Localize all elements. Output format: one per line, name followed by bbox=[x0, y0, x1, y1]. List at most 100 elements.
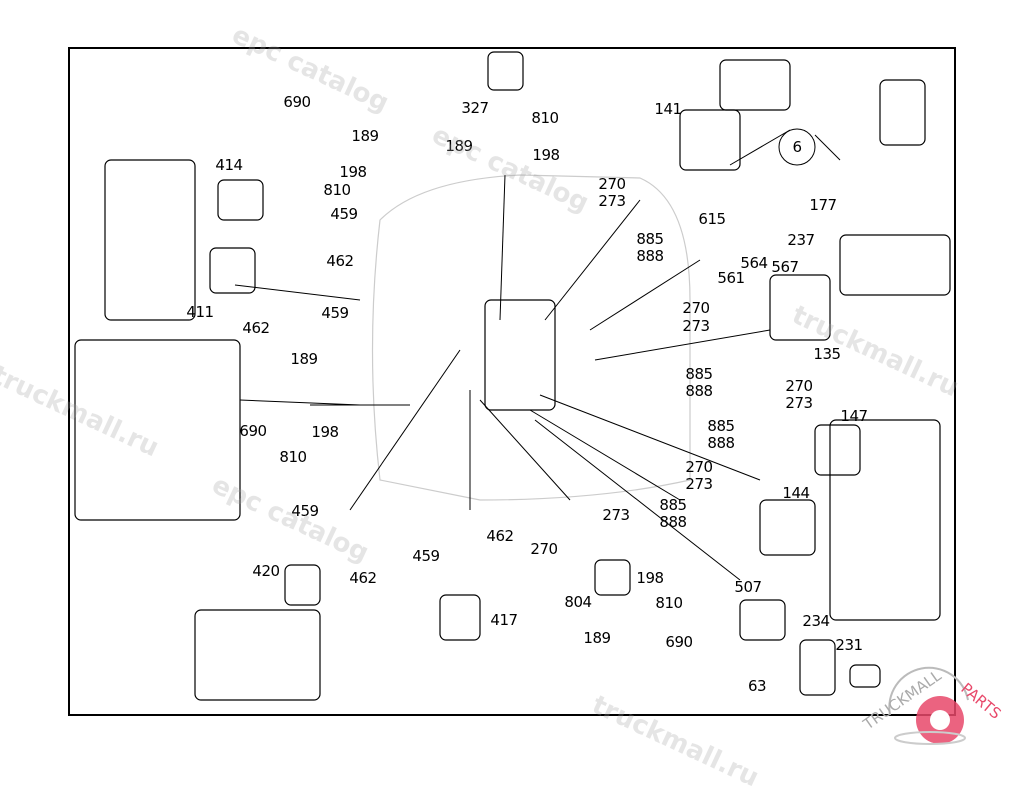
fuse-strip-231 bbox=[799, 639, 836, 696]
parts-illustration bbox=[74, 51, 951, 701]
callout-885: 885 bbox=[707, 417, 735, 435]
callout-189: 189 bbox=[445, 137, 473, 155]
callout-234: 234 bbox=[802, 612, 830, 630]
callout-690: 690 bbox=[665, 633, 693, 651]
callout-270: 270 bbox=[785, 377, 813, 395]
leader-line bbox=[594, 329, 771, 361]
callout-888: 888 bbox=[707, 434, 735, 452]
callout-888: 888 bbox=[685, 382, 713, 400]
switch-327 bbox=[487, 51, 524, 91]
leader-line bbox=[529, 409, 681, 501]
callout-507: 507 bbox=[734, 578, 762, 596]
callout-273: 273 bbox=[685, 475, 713, 493]
connector-141 bbox=[679, 109, 741, 171]
callout-189: 189 bbox=[351, 127, 379, 145]
callout-237: 237 bbox=[787, 231, 815, 249]
callout-690: 690 bbox=[283, 93, 311, 111]
callout-144: 144 bbox=[782, 484, 810, 502]
control-unit bbox=[839, 234, 951, 296]
callout-459: 459 bbox=[330, 205, 358, 223]
callout-273: 273 bbox=[598, 192, 626, 210]
connector-414 bbox=[217, 179, 264, 221]
callout-273: 273 bbox=[682, 317, 710, 335]
leader-line bbox=[349, 349, 461, 511]
callout-198: 198 bbox=[339, 163, 367, 181]
leader-line bbox=[234, 284, 361, 301]
callout-810: 810 bbox=[531, 109, 559, 127]
callout-177: 177 bbox=[809, 196, 837, 214]
connector-135 bbox=[769, 274, 831, 341]
switch-housing bbox=[719, 59, 791, 111]
callout-231: 231 bbox=[835, 636, 863, 654]
callout-459: 459 bbox=[321, 304, 349, 322]
callout-690: 690 bbox=[239, 422, 267, 440]
truckmallparts-logo: TRUCKMALL PARTS bbox=[859, 660, 1020, 750]
leader-line bbox=[499, 174, 506, 321]
callout-804: 804 bbox=[564, 593, 592, 611]
leader-line bbox=[534, 419, 741, 581]
connector-417 bbox=[439, 594, 481, 641]
door bbox=[104, 159, 196, 321]
callout-273: 273 bbox=[602, 506, 630, 524]
connector-420 bbox=[284, 564, 321, 606]
callout-885: 885 bbox=[636, 230, 664, 248]
part-plug bbox=[849, 664, 881, 688]
callout-270: 270 bbox=[530, 540, 558, 558]
callout-561: 561 bbox=[717, 269, 745, 287]
leader-line bbox=[539, 394, 761, 481]
callout-810: 810 bbox=[655, 594, 683, 612]
callout-141: 141 bbox=[654, 100, 682, 118]
callout-273: 273 bbox=[785, 394, 813, 412]
bracket bbox=[879, 79, 926, 146]
connector-147 bbox=[814, 424, 861, 476]
callout-885: 885 bbox=[685, 365, 713, 383]
callout-198: 198 bbox=[532, 146, 560, 164]
leader-line bbox=[479, 399, 571, 501]
callout-135: 135 bbox=[813, 345, 841, 363]
connector-411 bbox=[209, 247, 256, 294]
steering-wheel bbox=[194, 609, 321, 701]
leader-line bbox=[239, 399, 361, 406]
callout-417: 417 bbox=[490, 611, 518, 629]
pedal-assembly bbox=[74, 339, 241, 521]
callout-459: 459 bbox=[412, 547, 440, 565]
callout-189: 189 bbox=[290, 350, 318, 368]
leader-line bbox=[544, 199, 641, 321]
leader-line bbox=[589, 259, 701, 331]
callout-462: 462 bbox=[242, 319, 270, 337]
diagram-frame bbox=[68, 47, 956, 716]
leader-line bbox=[814, 134, 841, 161]
callout-885: 885 bbox=[659, 496, 687, 514]
leader-line bbox=[729, 129, 791, 166]
callout-567: 567 bbox=[771, 258, 799, 276]
callout-6: 6 bbox=[792, 138, 802, 156]
callout-63: 63 bbox=[747, 677, 767, 695]
callout-411: 411 bbox=[186, 303, 214, 321]
callout-270: 270 bbox=[598, 175, 626, 193]
svg-text:PARTS: PARTS bbox=[957, 679, 1004, 723]
cab-outline bbox=[371, 174, 691, 501]
callout-462: 462 bbox=[326, 252, 354, 270]
callout-615: 615 bbox=[698, 210, 726, 228]
callout-459: 459 bbox=[291, 502, 319, 520]
callout-198: 198 bbox=[636, 569, 664, 587]
callout-147: 147 bbox=[840, 407, 868, 425]
callout-810: 810 bbox=[279, 448, 307, 466]
callout-270: 270 bbox=[685, 458, 713, 476]
callout-327: 327 bbox=[461, 99, 489, 117]
connector-804 bbox=[594, 559, 631, 596]
callout-888: 888 bbox=[636, 247, 664, 265]
callout-462: 462 bbox=[349, 569, 377, 587]
callout-420: 420 bbox=[252, 562, 280, 580]
callout-888: 888 bbox=[659, 513, 687, 531]
callout-810: 810 bbox=[323, 181, 351, 199]
callout-414: 414 bbox=[215, 156, 243, 174]
callout-189: 189 bbox=[583, 629, 611, 647]
holder-507 bbox=[739, 599, 786, 641]
callout-198: 198 bbox=[311, 423, 339, 441]
driver-seat-small bbox=[484, 299, 556, 411]
callout-462: 462 bbox=[486, 527, 514, 545]
driver-seat bbox=[829, 419, 941, 621]
callout-270: 270 bbox=[682, 299, 710, 317]
group-circle bbox=[778, 128, 816, 166]
